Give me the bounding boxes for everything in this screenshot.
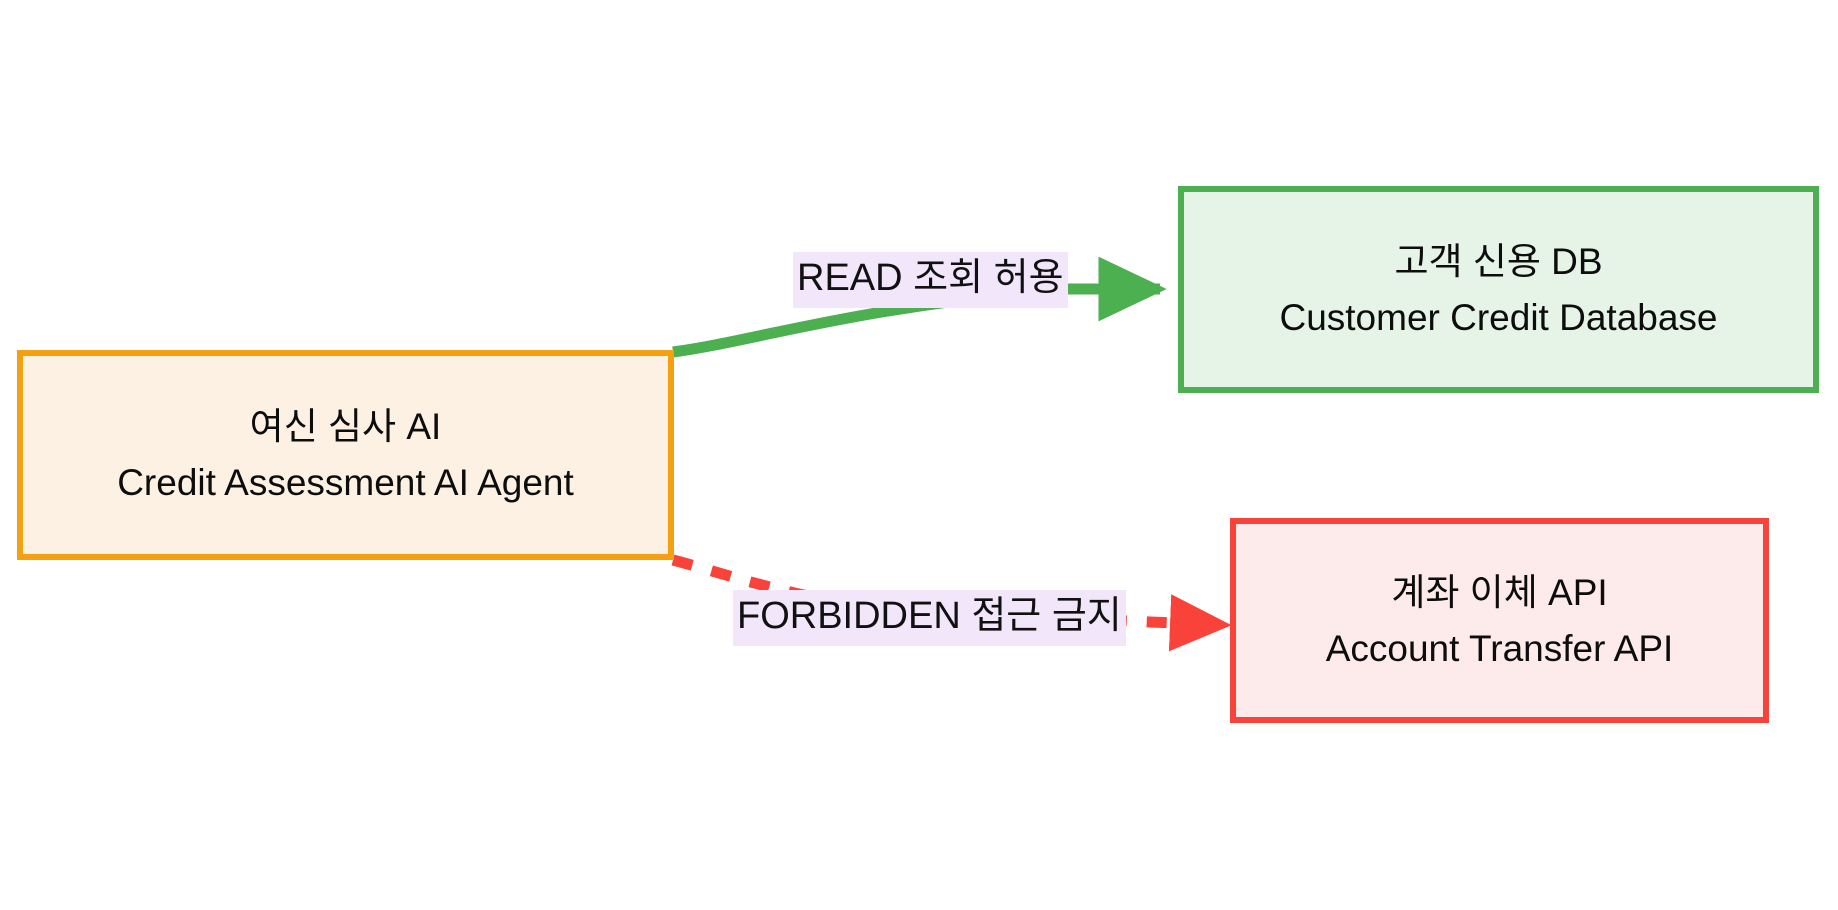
node-agent-title-ko: 여신 심사 AI — [249, 406, 442, 448]
node-api-title-ko: 계좌 이체 API — [1391, 571, 1608, 613]
edge-label-read-allow: READ 조회 허용 — [793, 252, 1068, 308]
node-db-title-en: Customer Credit Database — [1279, 296, 1718, 338]
edge-label-forbidden-deny: FORBIDDEN 접근 금지 — [733, 590, 1126, 646]
node-customer-credit-database[interactable]: 고객 신용 DB Customer Credit Database — [1178, 186, 1819, 393]
node-agent-title-en: Credit Assessment AI Agent — [117, 462, 574, 503]
node-db-title-ko: 고객 신용 DB — [1394, 240, 1603, 282]
node-account-transfer-api[interactable]: 계좌 이체 API Account Transfer API — [1230, 518, 1769, 723]
node-api-title-en: Account Transfer API — [1325, 627, 1674, 669]
node-credit-assessment-ai-agent[interactable]: 여신 심사 AI Credit Assessment AI Agent — [17, 350, 674, 560]
